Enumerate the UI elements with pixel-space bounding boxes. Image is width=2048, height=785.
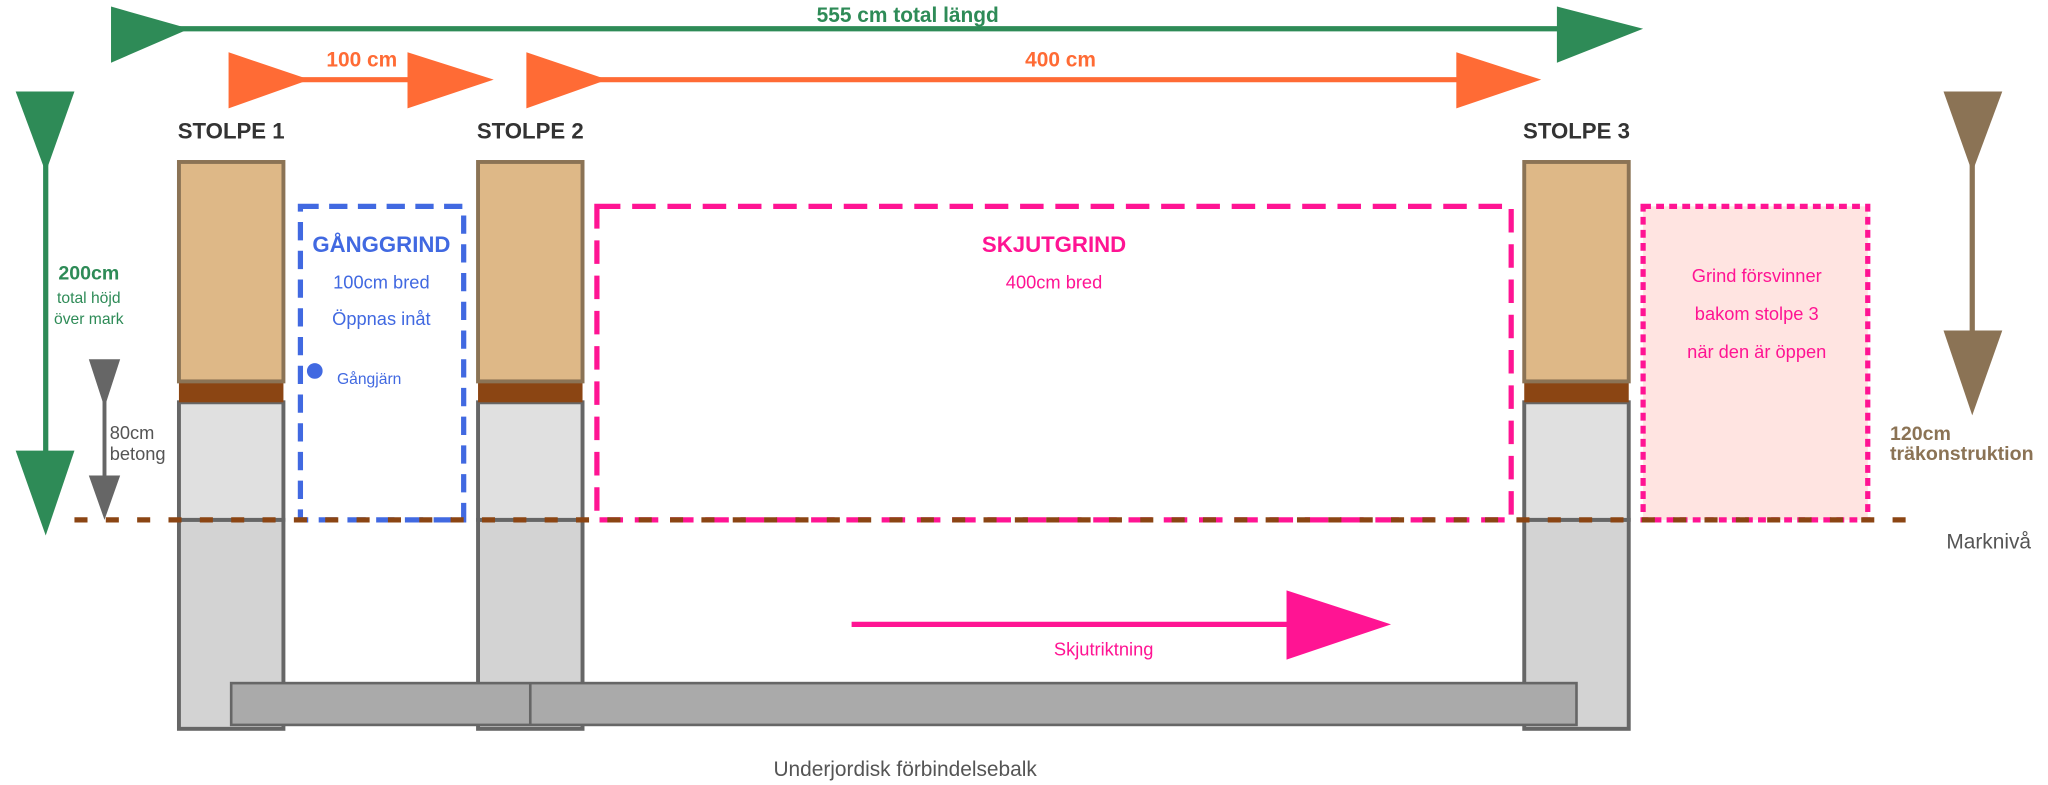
concrete-depth-label: 80cm — [110, 422, 155, 443]
post-3 — [1522, 160, 1631, 731]
hidden-gate-line3: när den är öppen — [1687, 341, 1826, 362]
walk-gate-opening: Öppnas inåt — [332, 308, 431, 329]
hinge-icon — [306, 363, 323, 379]
hidden-gate-area — [1640, 203, 1871, 523]
post-1-label: STOLPE 1 — [178, 118, 285, 143]
slide-gate — [594, 203, 1514, 523]
underground-beam — [229, 681, 1578, 727]
total-height-sub1: total höjd — [57, 290, 121, 307]
total-height-arrow — [15, 91, 75, 536]
hinge-label: Gångjärn — [337, 370, 401, 388]
concrete-depth-sub: betong — [110, 443, 166, 464]
slide-width-label: 400 cm — [1025, 49, 1096, 72]
slide-gate-width: 400cm bred — [1006, 272, 1102, 293]
walk-gate-width: 100cm bred — [333, 272, 429, 293]
walk-gate — [297, 203, 467, 523]
hidden-gate-line1: Grind försvinner — [1692, 265, 1822, 286]
ground-label: Marknivå — [1946, 531, 2031, 554]
walk-width-label: 100 cm — [326, 49, 397, 72]
slide-width-arrow — [526, 52, 1542, 109]
wood-height-label: 120cm — [1890, 423, 1951, 445]
hidden-gate-line2: bakom stolpe 3 — [1695, 303, 1819, 324]
walk-width-arrow — [228, 52, 494, 109]
post-2-label: STOLPE 2 — [477, 118, 584, 143]
total-height-sub2: över mark — [54, 311, 124, 328]
post-1 — [176, 160, 286, 731]
slide-direction-arrow — [851, 590, 1392, 660]
post-2 — [476, 160, 585, 731]
total-length-arrow — [111, 6, 1644, 63]
concrete-depth-arrow — [88, 359, 121, 520]
slide-direction-label: Skjutriktning — [1054, 639, 1154, 660]
wood-height-sub: träkonstruktion — [1890, 443, 2034, 465]
beam-label: Underjordisk förbindelsebalk — [773, 758, 1037, 781]
walk-gate-title: GÅNGGRIND — [312, 231, 450, 257]
post-3-label: STOLPE 3 — [1523, 118, 1630, 143]
slide-gate-title: SKJUTGRIND — [982, 232, 1126, 257]
total-length-label: 555 cm total längd — [817, 4, 999, 27]
total-height-label: 200cm — [58, 263, 119, 285]
wood-height-arrow — [1943, 91, 2003, 416]
